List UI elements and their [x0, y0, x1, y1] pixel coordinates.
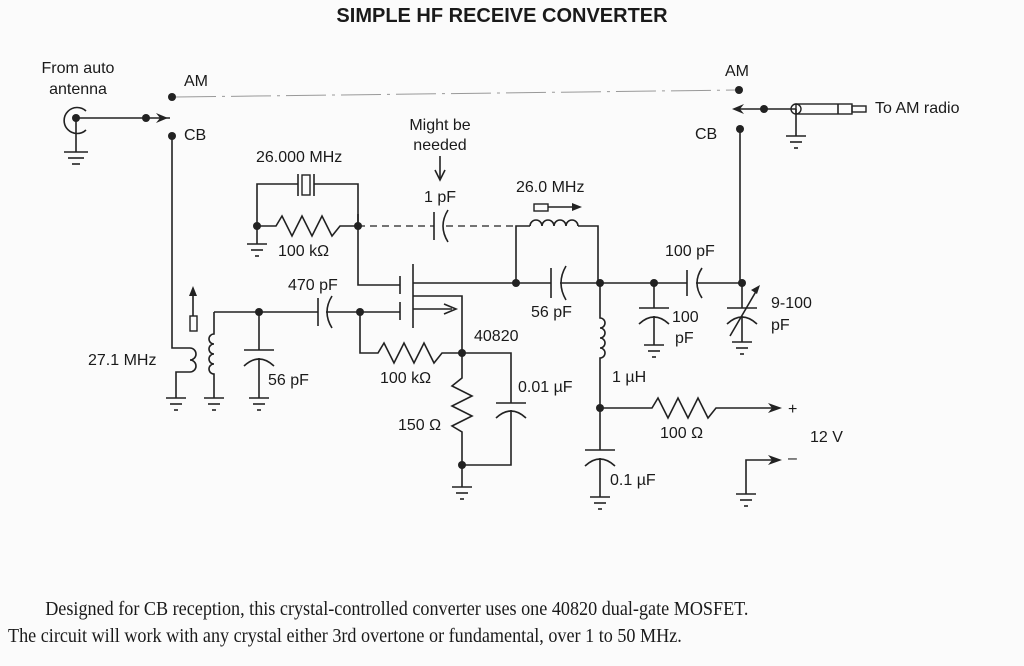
- capacitor-56pf-input-icon: [243, 312, 275, 411]
- label-1pf: 1 pF: [424, 189, 456, 206]
- capacitor-100pf-shunt-icon: [638, 283, 670, 358]
- label-470pf: 470 pF: [288, 277, 338, 294]
- coil-27mhz-icon: [166, 286, 224, 411]
- switch-right-icon: [732, 86, 796, 133]
- schematic-diagram: SIMPLE HF RECEIVE CONVERTER From auto an…: [42, 5, 960, 510]
- label-001uf: 0.01 µF: [518, 379, 573, 396]
- capacitor-56pf-drain-icon: [516, 265, 654, 301]
- resistor-100-supply-icon: [600, 396, 782, 420]
- output-plug-icon: [786, 103, 867, 149]
- label-100k-gate: 100 kΩ: [380, 370, 431, 387]
- label-plus: +: [788, 401, 797, 418]
- label-cb-left: CB: [184, 127, 206, 144]
- caption-line-2: The circuit will work with any crystal e…: [8, 626, 682, 647]
- label-1uh: 1 µH: [612, 369, 646, 386]
- am-bypass-wire: [175, 89, 737, 98]
- label-antenna: antenna: [49, 81, 107, 98]
- label-100k-crystal: 100 kΩ: [278, 243, 329, 260]
- label-might-be: Might be: [409, 117, 470, 134]
- wire-cb-to-coil: [171, 136, 190, 349]
- label-trimmer: 9-100: [771, 295, 812, 312]
- label-100pf-shunt-unit: pF: [675, 330, 694, 347]
- label-100pf-series: 100 pF: [665, 243, 715, 260]
- coil-26mhz-icon: [515, 203, 599, 283]
- switch-left-icon: [76, 93, 176, 140]
- label-100pf-shunt: 100: [672, 309, 699, 326]
- label-150ohm: 150 Ω: [398, 417, 441, 434]
- label-40820: 40820: [474, 328, 519, 345]
- antenna-jack-icon: [63, 106, 88, 165]
- figure-caption: Designed for CB reception, this crystal-…: [8, 596, 953, 650]
- label-cb-right: CB: [695, 126, 717, 143]
- label-26mhz: 26.0 MHz: [516, 179, 584, 196]
- arrow-down-icon: [434, 156, 446, 182]
- label-to-am-radio: To AM radio: [875, 100, 960, 117]
- ground-source-icon: [452, 465, 472, 500]
- label-am-right: AM: [725, 63, 749, 80]
- resistor-100k-gate-icon: [359, 312, 462, 365]
- label-minus: –: [788, 450, 797, 467]
- label-from-antenna: From auto: [42, 60, 115, 77]
- label-56pf-drain: 56 pF: [531, 304, 572, 321]
- resistor-100k-crystal-icon: [257, 214, 358, 238]
- label-needed: needed: [413, 137, 466, 154]
- caption-line-1: Designed for CB reception, this crystal-…: [45, 599, 749, 620]
- trimmer-capacitor-icon: [726, 283, 760, 355]
- mosfet-40820-icon: [357, 214, 516, 353]
- label-56pf-input: 56 pF: [268, 372, 309, 389]
- label-27mhz: 27.1 MHz: [88, 352, 156, 369]
- capacitor-01uf-icon: [584, 408, 616, 510]
- label-12v: 12 V: [810, 429, 843, 446]
- label-100ohm: 100 Ω: [660, 425, 703, 442]
- resistor-150-icon: [450, 353, 474, 465]
- capacitor-001uf-icon: [462, 352, 527, 466]
- ground-crystal-icon: [247, 226, 267, 257]
- label-01uf: 0.1 µF: [610, 472, 656, 489]
- label-trimmer-unit: pF: [771, 317, 790, 334]
- label-crystal: 26.000 MHz: [256, 149, 342, 166]
- crystal-26mhz-icon: [256, 174, 359, 226]
- capacitor-1pf-optional-icon: [358, 209, 516, 243]
- capacitor-100pf-series-icon: [654, 267, 742, 299]
- label-am-left: AM: [184, 73, 208, 90]
- inductor-1uh-icon: [599, 283, 606, 408]
- negative-terminal-icon: [736, 455, 782, 507]
- diagram-title: SIMPLE HF RECEIVE CONVERTER: [336, 5, 668, 27]
